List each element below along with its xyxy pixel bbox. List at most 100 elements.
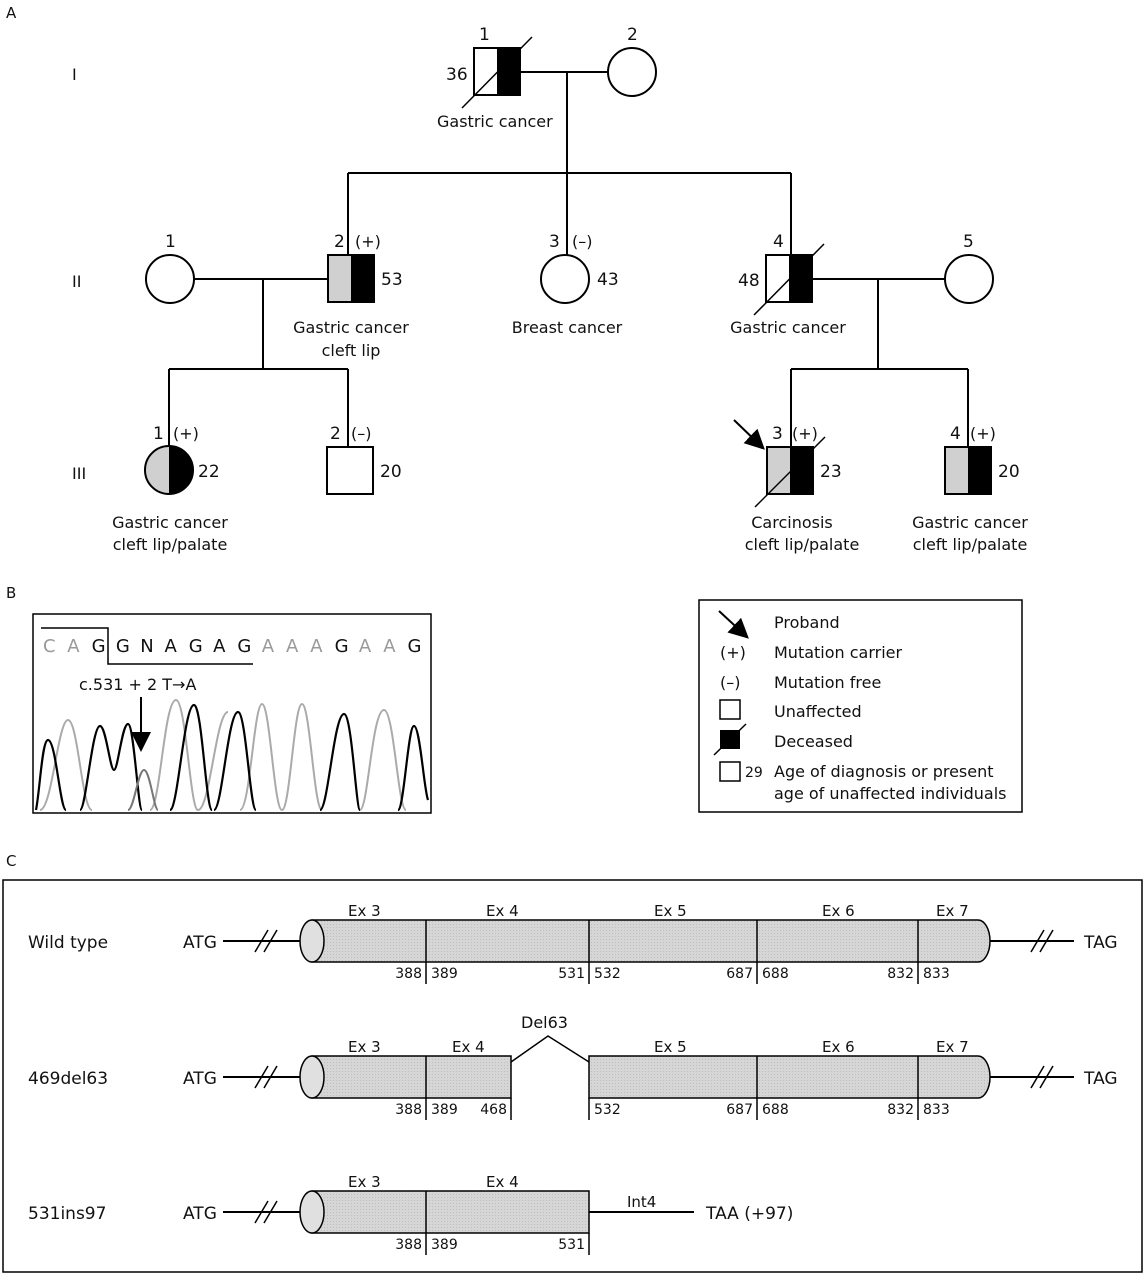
legend-deceased: Deceased [774,732,853,751]
II-4-number: 4 [773,232,784,252]
wt-exon-7: Ex 7 [936,902,969,920]
individual-II-2 [327,254,375,303]
III-2-status: (–) [351,424,371,443]
wt-pos-532: 532 [594,966,621,982]
III-3-label-2: cleft lip/palate [745,535,860,554]
II-4-age: 48 [738,271,760,291]
individual-III-1 [144,445,194,495]
II-3-number: 3 [549,232,560,252]
II-2-number: 2 [334,232,345,252]
II-3-age: 43 [597,270,619,290]
III-1-age: 22 [198,462,220,482]
generation-label-1: I [72,65,77,84]
del-pos-833: 833 [923,1102,950,1118]
panel-label-b: B [6,584,16,602]
trace-grey [39,698,407,812]
del-exon-5: Ex 5 [654,1038,687,1056]
sequence-base: G [92,636,106,657]
individual-III-4 [944,446,992,495]
sequence-base: A [310,636,323,657]
wt-exon-3: Ex 3 [348,902,381,920]
wt-exon-6: Ex 6 [822,902,855,920]
sequence-base: G [189,636,203,657]
legend-unaffected-icon [719,699,741,720]
legend-age-line-1: Age of diagnosis or present [774,762,994,781]
individual-III-3 [754,436,826,508]
III-4-age: 20 [998,462,1020,482]
wt-pos-688: 688 [762,966,789,982]
panel-label-c: C [6,852,16,870]
wt-pos-833: 833 [923,966,950,982]
del-start: ATG [183,1069,217,1089]
del-pos-389: 389 [431,1102,458,1118]
I-1-number: 1 [479,25,490,45]
ins-pos-531: 531 [558,1237,585,1253]
sequence-base: A [165,636,178,657]
II-2-status: (+) [355,232,381,251]
legend-age-box-icon [719,761,741,782]
del-deletion-label: Del63 [521,1013,568,1032]
del-pos-532: 532 [594,1102,621,1118]
legend-age-example: 29 [745,765,763,781]
individual-II-4 [753,243,825,316]
trace-black [34,703,430,812]
I-2-number: 2 [627,25,638,45]
del-pos-688: 688 [762,1102,789,1118]
legend-proband: Proband [774,613,840,632]
ins-stop: TAA (+97) [705,1204,793,1224]
sequence-base: G [335,636,349,657]
sequence-base: A [383,636,396,657]
pedigree-lines [168,71,969,446]
del-pos-468: 468 [480,1102,507,1118]
wt-pos-832: 832 [887,966,914,982]
del-stop: TAG [1083,1069,1118,1089]
II-3-status: (–) [572,232,592,251]
ins-pos-388: 388 [395,1237,422,1253]
II-2-age: 53 [381,270,403,290]
individual-II-5 [944,254,994,304]
I-1-label: Gastric cancer [437,112,553,131]
III-4-label-1: Gastric cancer [912,513,1028,532]
legend-carrier: Mutation carrier [774,643,903,662]
panel-label-a: A [6,4,17,22]
del-pos-832: 832 [887,1102,914,1118]
del-pos-687: 687 [726,1102,753,1118]
individual-III-2 [326,446,374,495]
III-4-label-2: cleft lip/palate [913,535,1028,554]
individual-I-2 [607,47,657,97]
legend: Proband (+) Mutation carrier (–) Mutatio… [698,599,1023,813]
III-4-number: 4 [950,424,961,444]
sequence-base: A [67,636,80,657]
legend-free-symbol: (–) [720,673,740,692]
sequence-base: A [286,636,299,657]
generation-label-3: III [72,464,86,483]
II-5-number: 5 [963,232,974,252]
wt-exon-5: Ex 5 [654,902,687,920]
del-exon-6: Ex 6 [822,1038,855,1056]
del-exon-4: Ex 4 [452,1038,485,1056]
III-3-label-1: Carcinosis [751,513,833,532]
III-3-number: 3 [772,424,783,444]
sequence-base: C [43,636,56,657]
III-3-age: 23 [820,462,842,482]
ins-pos-389: 389 [431,1237,458,1253]
III-1-number: 1 [153,424,164,444]
III-1-status: (+) [173,424,199,443]
sequence-base: G [408,636,422,657]
III-2-age: 20 [380,462,402,482]
wt-pos-531: 531 [558,966,585,982]
transcript-wild-type: Wild type ATG TAG Ex 3 Ex 4 Ex 5 Ex 6 Ex… [28,902,1118,984]
wt-exon-4: Ex 4 [486,902,519,920]
legend-unaffected: Unaffected [774,702,862,721]
del-pos-388: 388 [395,1102,422,1118]
sequence-base: A [262,636,275,657]
trace-mutant-peak [127,768,159,811]
mutation-label: c.531 + 2 T→A [79,675,196,694]
II-1-number: 1 [165,232,176,252]
legend-carrier-symbol: (+) [720,643,746,662]
ins-intron-label: Int4 [627,1193,656,1211]
III-3-status: (+) [792,424,818,443]
legend-age-line-2: age of unaffected individuals [774,784,1007,803]
